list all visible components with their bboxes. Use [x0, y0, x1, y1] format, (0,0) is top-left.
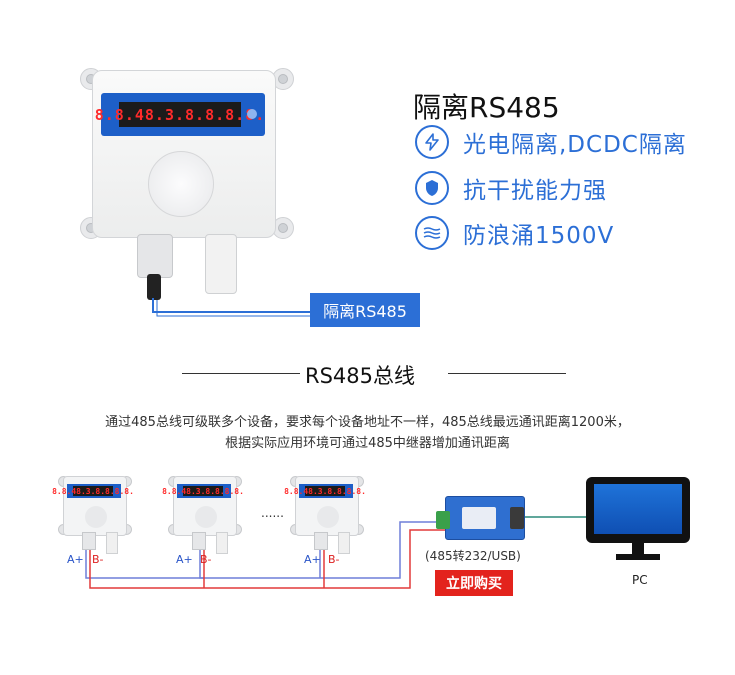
isolation-tag: 隔离RS485	[310, 293, 420, 327]
cable	[147, 274, 161, 300]
divider-line	[182, 373, 300, 374]
sensor-probe	[205, 234, 237, 294]
feature-label: 防浪涌1500V	[463, 223, 615, 249]
buy-now-button[interactable]: 立即购买	[435, 570, 513, 596]
ellipsis: ......	[261, 506, 284, 520]
sensor-probe	[106, 532, 118, 554]
sensor-probe	[216, 532, 228, 554]
cable-gland	[137, 234, 173, 278]
sensor-window	[148, 151, 214, 217]
sensor-probe	[338, 532, 350, 554]
converter-label-plate	[462, 507, 496, 529]
cable-gland	[82, 532, 96, 550]
sensor-window	[85, 506, 107, 528]
waves-icon	[415, 216, 449, 250]
bus-description-line1: 通过485总线可级联多个设备，要求每个设备地址不一样，485总线最远通讯距离12…	[105, 415, 630, 430]
monitor-stand	[632, 543, 644, 555]
sensor-window	[317, 506, 339, 528]
device-display-panel: 8.8.48.3.8.8.8.8.	[95, 93, 265, 136]
divider-line	[448, 373, 566, 374]
converter-module	[436, 496, 525, 540]
bus-title: RS485总线	[305, 364, 416, 388]
device-display-panel: 8.8.48.3.8.8.8.8.	[162, 484, 244, 498]
mount-ear	[272, 217, 294, 239]
b-minus-label: B-	[328, 553, 340, 566]
bus-description-line2: 根据实际应用环境可通过485中继器增加通讯距离	[225, 436, 510, 451]
device-display: 8.8.48.3.8.8.8.8.	[162, 486, 244, 496]
mount-ear	[272, 68, 294, 90]
terminal-block	[436, 511, 450, 529]
monitor-icon	[586, 477, 694, 565]
monitor-base	[616, 554, 660, 560]
converter-caption: (485转232/USB)	[425, 549, 521, 563]
cable-gland	[192, 532, 206, 550]
device-display: 8.8.48.3.8.8.8.8.	[95, 102, 264, 127]
feature-label: 抗干扰能力强	[463, 178, 607, 204]
cable-gland	[314, 532, 328, 550]
device-display: 8.8.48.3.8.8.8.8.	[284, 486, 366, 496]
sensor-window	[195, 506, 217, 528]
device-display-panel: 8.8.48.3.8.8.8.8.	[52, 484, 134, 498]
b-minus-label: B-	[92, 553, 104, 566]
a-plus-label: A+	[67, 553, 84, 566]
feature-row: 光电隔离,DCDC隔离	[415, 124, 687, 160]
device-display-panel: 8.8.48.3.8.8.8.8.	[284, 484, 366, 498]
device-display: 8.8.48.3.8.8.8.8.	[52, 486, 134, 496]
a-plus-label: A+	[176, 553, 193, 566]
lightning-icon	[415, 125, 449, 159]
b-minus-label: B-	[200, 553, 212, 566]
a-plus-label: A+	[304, 553, 321, 566]
indicator-dot	[247, 109, 257, 119]
monitor-screen	[586, 477, 690, 543]
shield-icon	[415, 171, 449, 205]
pc-label: PC	[632, 573, 648, 587]
feature-row: 抗干扰能力强	[415, 170, 607, 206]
feature-row: 防浪涌1500V	[415, 215, 614, 251]
feature-title: 隔离RS485	[413, 91, 560, 124]
feature-label: 光电隔离,DCDC隔离	[463, 132, 687, 158]
usb-port	[510, 507, 524, 529]
